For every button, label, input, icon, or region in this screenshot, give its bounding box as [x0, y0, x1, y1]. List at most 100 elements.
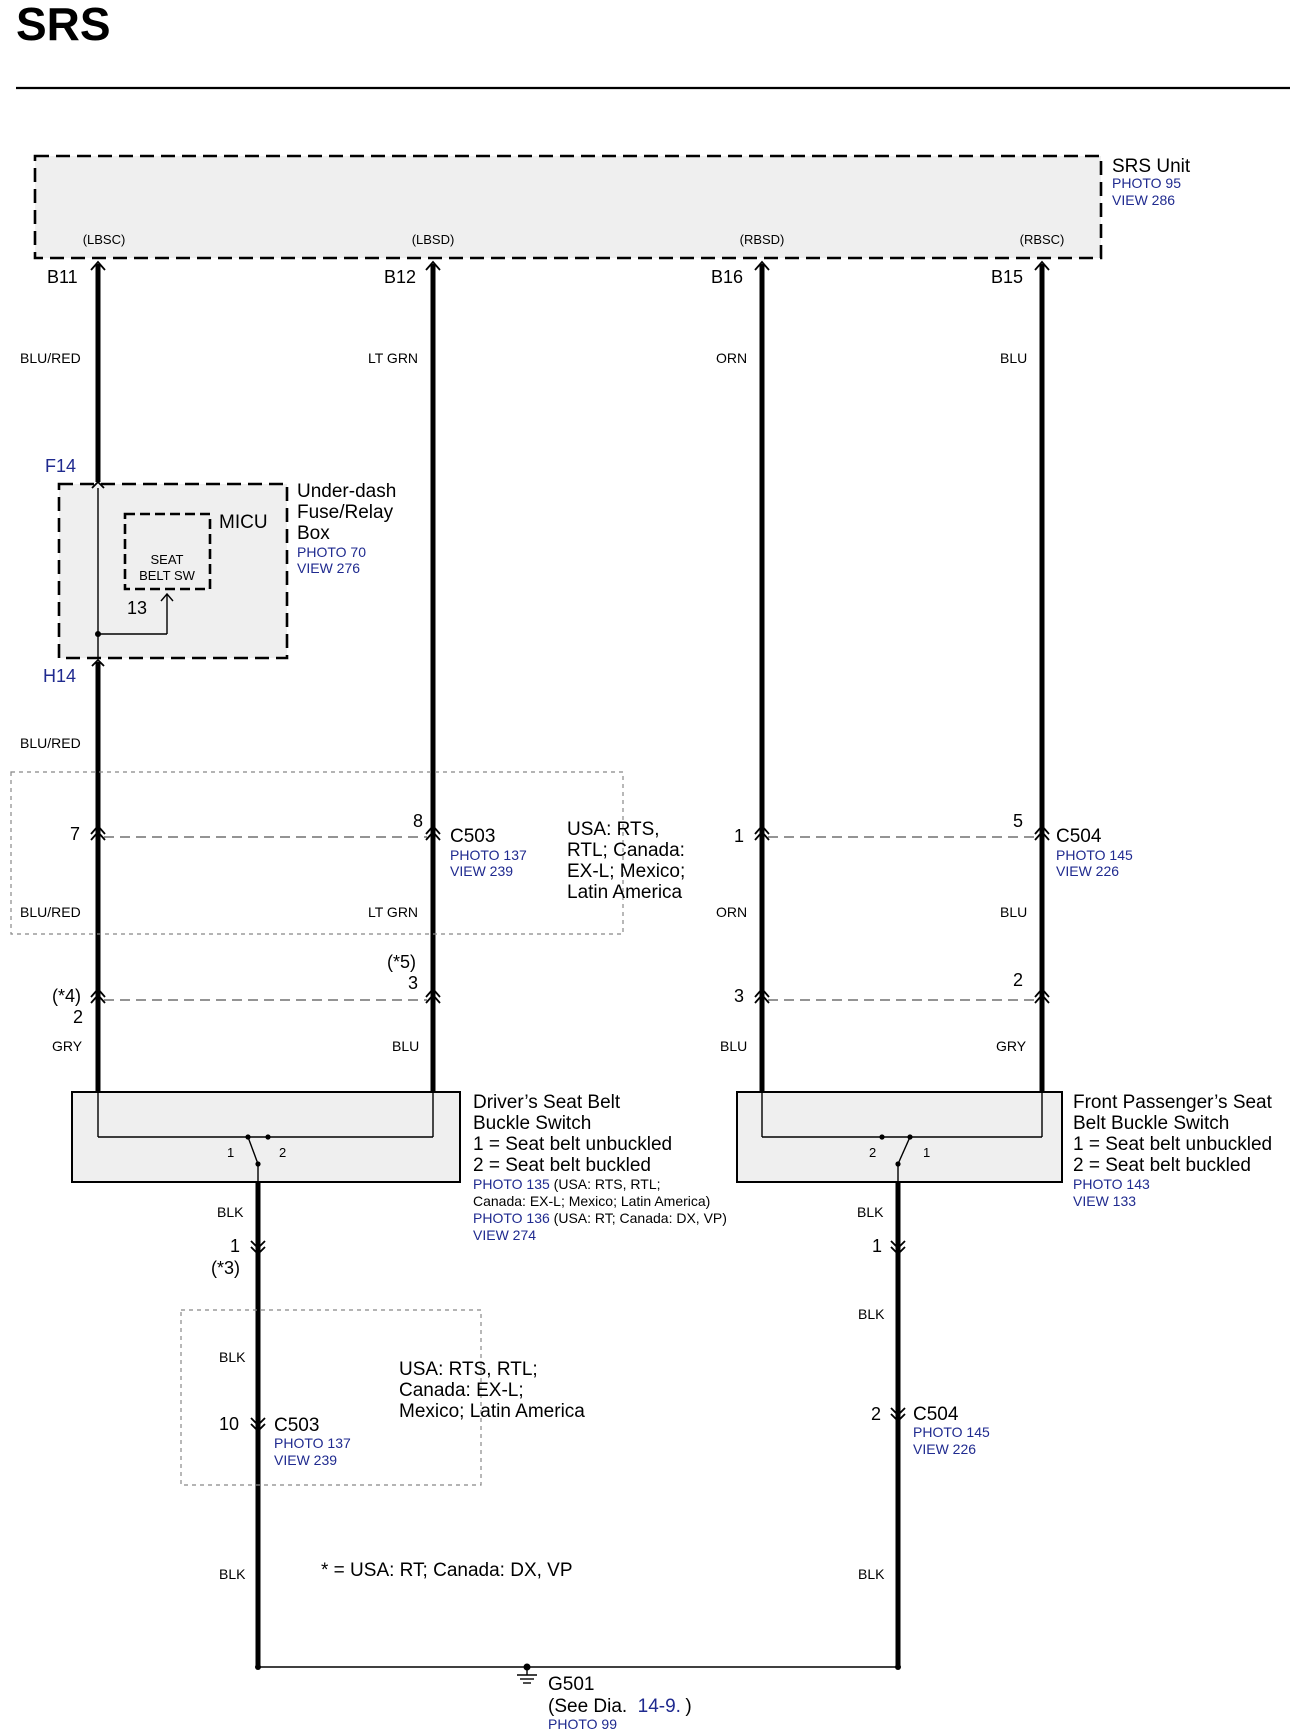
passenger-switch-name-2: Belt Buckle Switch — [1073, 1113, 1229, 1134]
passenger-ground-wire-3: BLK — [858, 1566, 885, 1582]
driver-ground-pin-1: 1 — [230, 1236, 240, 1256]
c503-lower-region-boundary — [180, 1309, 482, 1486]
photo-136-link[interactable]: PHOTO 136 — [473, 1210, 550, 1226]
passenger-ground-pin-2: 2 — [871, 1404, 881, 1424]
wire-color-c504-left: ORN — [716, 904, 747, 920]
driver-switch-state-1: 1 = Seat belt unbuckled — [473, 1134, 672, 1155]
driver-ground-note: (*3) — [211, 1258, 240, 1278]
driver-switch-name-1: Driver’s Seat Belt — [473, 1092, 621, 1113]
chev-h14 — [91, 658, 105, 667]
passenger-switch-photo[interactable]: PHOTO 143 — [1073, 1176, 1150, 1192]
fuse-box-name-2: Fuse/Relay — [297, 502, 394, 523]
ground-see-text: (See Dia. — [548, 1696, 627, 1717]
c503-lower-view[interactable]: VIEW 239 — [274, 1452, 337, 1468]
pin-b12: B12 — [384, 267, 416, 287]
c503-lower-name: C503 — [274, 1415, 319, 1436]
driver-ground-wire-2: BLK — [219, 1349, 246, 1365]
c504-lower-view[interactable]: VIEW 226 — [913, 1441, 976, 1457]
driver-switch-state-2: 2 = Seat belt buckled — [473, 1155, 651, 1176]
c504-pin-5: 5 — [1013, 811, 1023, 831]
alt-connector-chevrons — [90, 987, 1050, 1004]
page-title: SRS — [16, 0, 111, 50]
c504-photo[interactable]: PHOTO 145 — [1056, 847, 1133, 863]
wire-color-c503-right: LT GRN — [368, 904, 418, 920]
driver-switch-photo-line-2: Canada: EX-L; Mexico; Latin America) — [473, 1193, 710, 1209]
c503-lower-condition-2: Canada: EX-L; — [399, 1380, 524, 1401]
micu-label: MICU — [219, 512, 268, 533]
c503-condition-3: EX-L; Mexico; — [567, 861, 685, 882]
driver-switch-photo-line-3: PHOTO 136 (USA: RT; Canada: DX, VP) — [473, 1210, 727, 1226]
wire-color-b11: BLU/RED — [20, 350, 81, 366]
wire-color-gry-right: GRY — [996, 1038, 1027, 1054]
driver-ground-wire-1: BLK — [217, 1204, 244, 1220]
srs-unit-photo[interactable]: PHOTO 95 — [1112, 175, 1181, 191]
ground-photo[interactable]: PHOTO 99 — [548, 1716, 617, 1732]
micu-seat-belt-switch-box — [123, 512, 212, 591]
ground-junction-right — [895, 1664, 901, 1670]
c503-condition-2: RTL; Canada: — [567, 840, 685, 861]
passenger-switch-state-1: 1 = Seat belt unbuckled — [1073, 1134, 1272, 1155]
alt-note-left: (*4) — [52, 986, 81, 1006]
srs-unit-box[interactable] — [33, 154, 1103, 260]
driver-ground-pin-10: 10 — [219, 1414, 239, 1434]
c504-view[interactable]: VIEW 226 — [1056, 863, 1119, 879]
passenger-switch-pos-2: 2 — [869, 1145, 876, 1160]
alt-pin-left: 2 — [73, 1007, 83, 1027]
passenger-switch-circuit — [761, 1092, 1043, 1182]
pin-f14: F14 — [45, 456, 76, 476]
passenger-switch-view[interactable]: VIEW 133 — [1073, 1193, 1136, 1209]
c503-lower-photo[interactable]: PHOTO 137 — [274, 1435, 351, 1451]
c503-pin-8: 8 — [413, 811, 423, 831]
c504-lower-photo[interactable]: PHOTO 145 — [913, 1424, 990, 1440]
srs-unit-name: SRS Unit — [1112, 156, 1191, 177]
passenger-ground-pin-1: 1 — [872, 1236, 882, 1256]
wire-color-c503-left: BLU/RED — [20, 904, 81, 920]
wire-color-c504-right: BLU — [1000, 904, 1027, 920]
c503-pin-7: 7 — [70, 824, 80, 844]
srs-terminal-label-rbsc: (RBSC) — [1020, 232, 1065, 247]
alt-pin-right: 3 — [408, 973, 418, 993]
passenger-ground-wire-2: BLK — [858, 1306, 885, 1322]
photo-135-link[interactable]: PHOTO 135 — [473, 1176, 550, 1192]
srs-terminal-label-rbsd: (RBSD) — [740, 232, 785, 247]
wire-color-blu-left: BLU — [392, 1038, 419, 1054]
srs-unit-view[interactable]: VIEW 286 — [1112, 192, 1175, 208]
chev-f14 — [91, 480, 105, 489]
ground-see-diagram: (See Dia. 14-9. ) — [548, 1696, 692, 1717]
photo-135-note: (USA: RTS, RTL; — [550, 1176, 661, 1192]
driver-ground-wire-3: BLK — [219, 1566, 246, 1582]
passenger-ground-chevrons — [890, 1240, 906, 1423]
c504-pin-1: 1 — [734, 826, 744, 846]
pin-13: 13 — [127, 598, 147, 618]
alt-pin-c: 3 — [734, 986, 744, 1006]
c503-view[interactable]: VIEW 239 — [450, 863, 513, 879]
micu-internal-circuit — [95, 488, 174, 658]
ground-name: G501 — [548, 1674, 594, 1695]
passenger-switch-pos-1: 1 — [923, 1145, 930, 1160]
c503-lower-condition-1: USA: RTS, RTL; — [399, 1359, 538, 1380]
fuse-box-view[interactable]: VIEW 276 — [297, 560, 360, 576]
c503-condition-1: USA: RTS, — [567, 819, 660, 840]
driver-switch-circuit — [97, 1092, 434, 1182]
driver-switch-name-2: Buckle Switch — [473, 1113, 591, 1134]
c503-condition-4: Latin America — [567, 882, 683, 903]
photo-136-note: (USA: RT; Canada: DX, VP) — [550, 1210, 727, 1226]
wire-color-b16: ORN — [716, 350, 747, 366]
passenger-switch-state-2: 2 = Seat belt buckled — [1073, 1155, 1251, 1176]
ground-dia-link[interactable]: 14-9. — [638, 1696, 681, 1717]
footnote: * = USA: RT; Canada: DX, VP — [321, 1560, 573, 1581]
srs-terminal-label-lbsd: (LBSD) — [412, 232, 455, 247]
c503-region-boundary — [10, 771, 624, 935]
wire-color-b12: LT GRN — [368, 350, 418, 366]
driver-switch-view[interactable]: VIEW 274 — [473, 1227, 536, 1243]
ground-junction-left — [255, 1664, 261, 1670]
c503-name: C503 — [450, 826, 495, 847]
c503-lower-condition-3: Mexico; Latin America — [399, 1401, 585, 1422]
fuse-box-photo[interactable]: PHOTO 70 — [297, 544, 366, 560]
c504-name: C504 — [1056, 826, 1102, 847]
wire-color-h14: BLU/RED — [20, 735, 81, 751]
seat-belt-sw-line-1: SEAT — [151, 552, 184, 567]
c503-photo[interactable]: PHOTO 137 — [450, 847, 527, 863]
srs-terminal-label-lbsc: (LBSC) — [83, 232, 126, 247]
wire-color-b15: BLU — [1000, 350, 1027, 366]
